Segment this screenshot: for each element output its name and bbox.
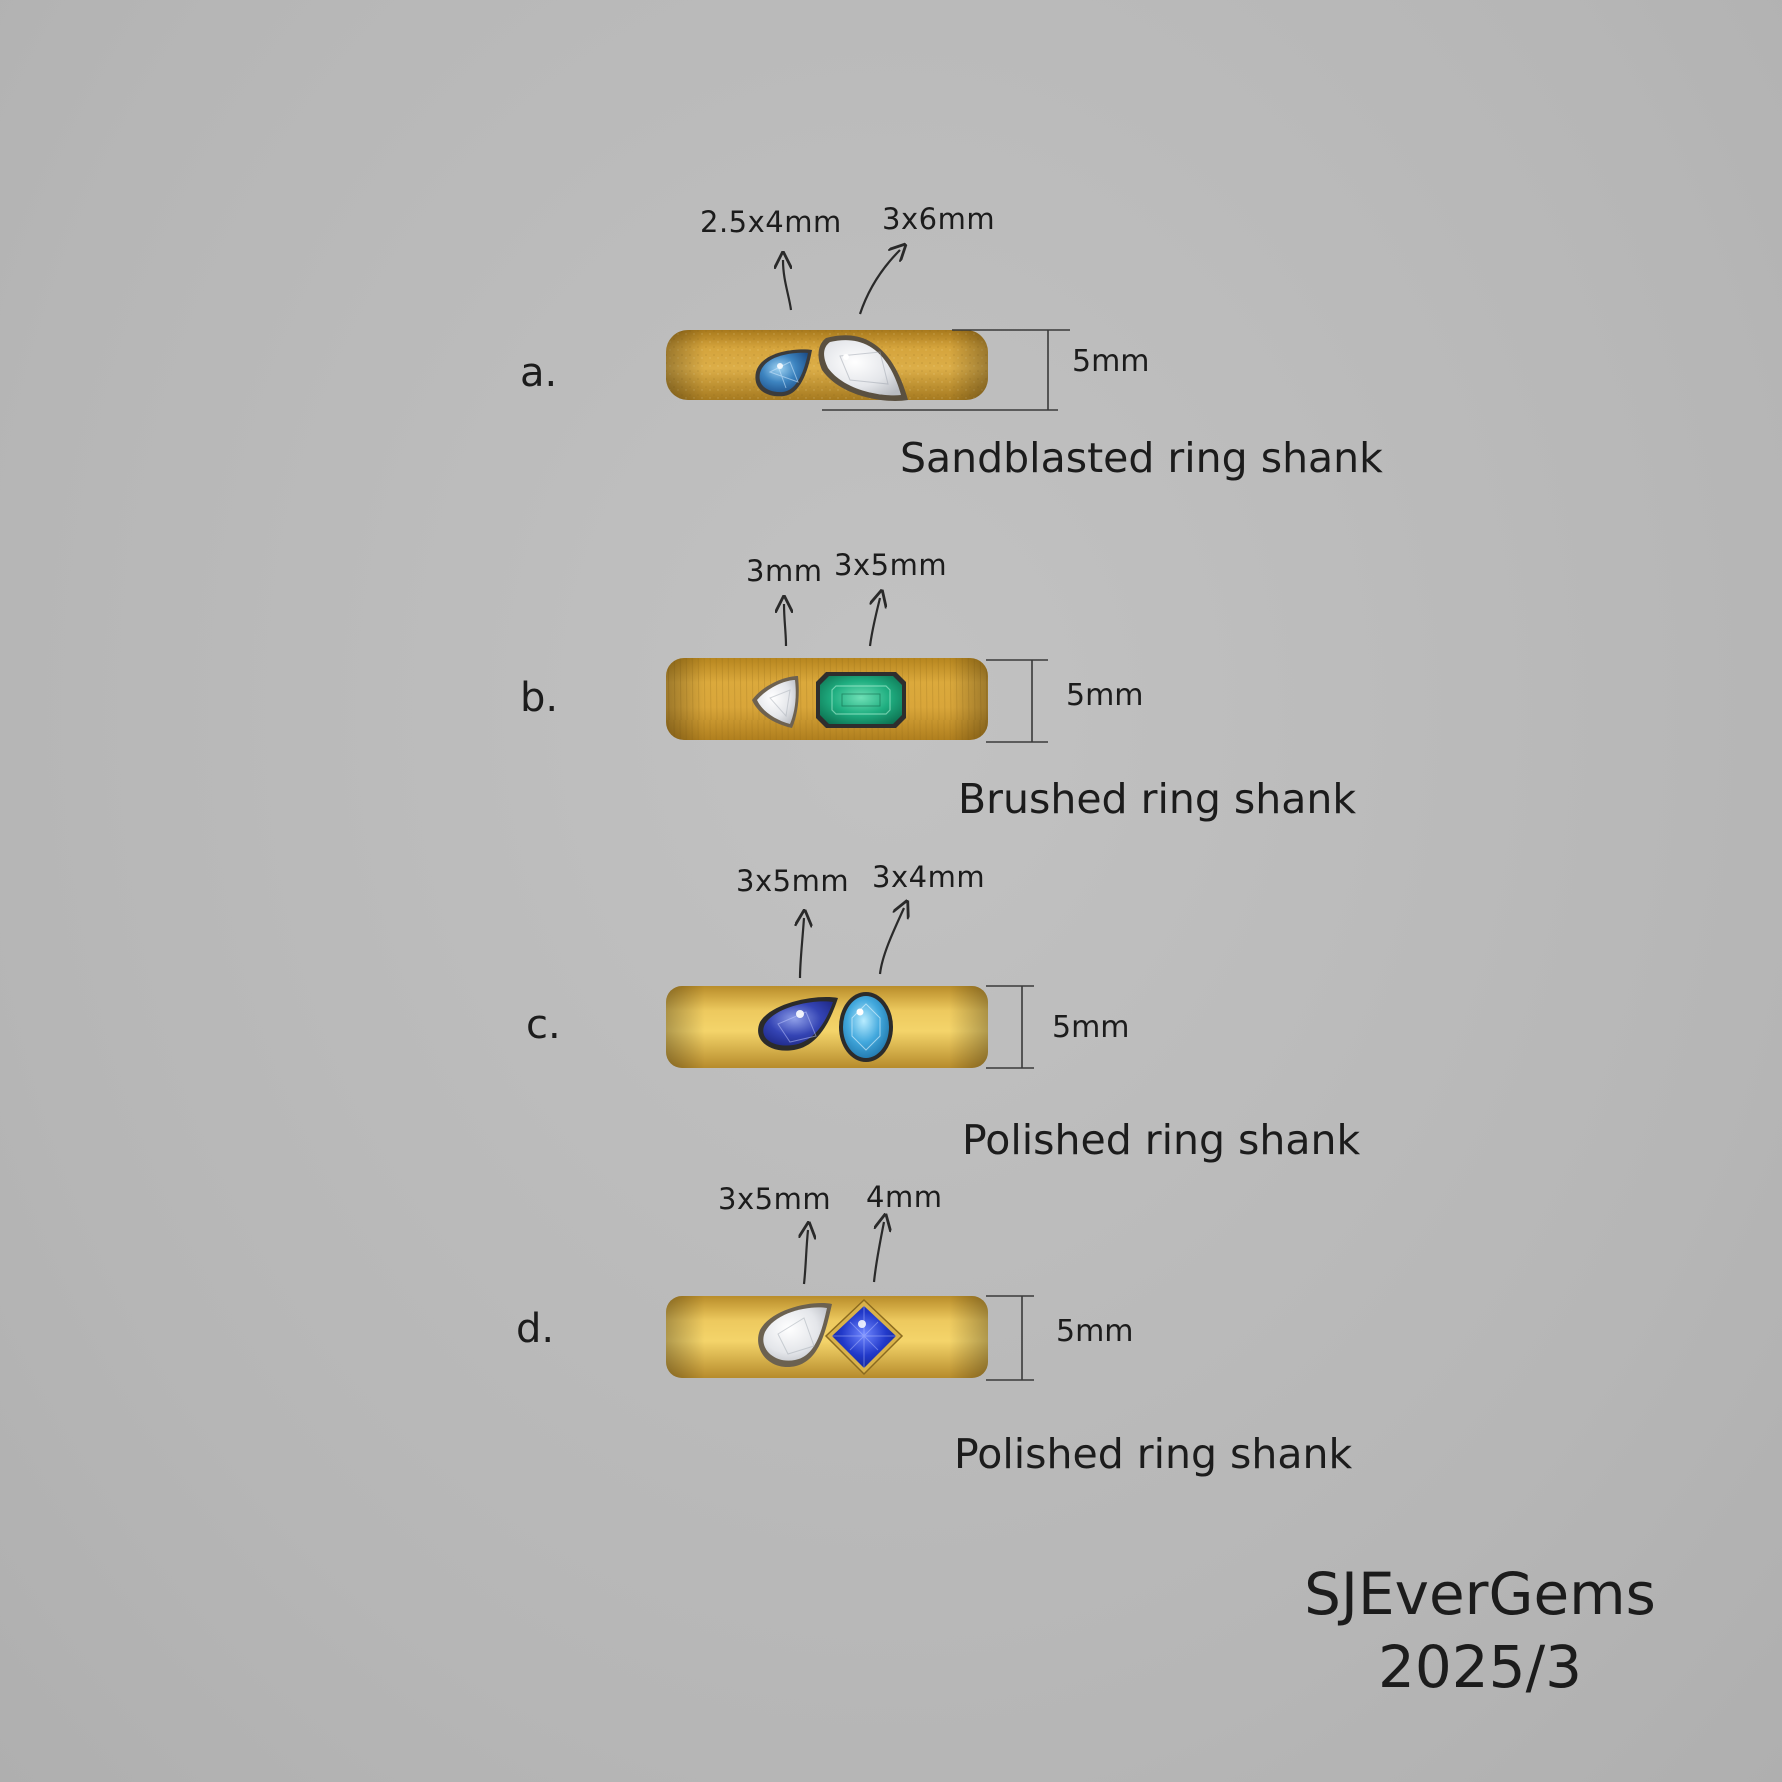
- brand-signature: SJEverGems 2025/3: [1270, 1558, 1690, 1703]
- ring-a-stone-right-size: 3x6mm: [882, 202, 996, 236]
- ring-b-stone-left-size: 3mm: [746, 554, 823, 588]
- sheet-date: 2025/3: [1377, 1632, 1583, 1701]
- ring-a-letter: a.: [520, 350, 558, 396]
- ring-c-width: 5mm: [1052, 1010, 1130, 1045]
- ring-d: [666, 1222, 1034, 1381]
- ring-b-finish: Brushed ring shank: [958, 775, 1357, 823]
- brand-name: SJEverGems: [1304, 1560, 1656, 1628]
- ring-c-stone-left-size: 3x5mm: [736, 864, 850, 898]
- ring-a-arrow-left: [783, 260, 793, 311]
- ring-d-finish: Polished ring shank: [954, 1430, 1353, 1478]
- ring-b: [666, 598, 1048, 743]
- ring-b-stone-left-trillion: [752, 676, 799, 728]
- ring-d-stone-left-pear: [758, 1303, 832, 1368]
- ring-b-arrow-left: [784, 604, 786, 647]
- ring-d-stone-left-size: 3x5mm: [718, 1182, 832, 1216]
- ring-c-finish: Polished ring shank: [962, 1116, 1361, 1164]
- ring-a-stone-left-pear: [755, 349, 812, 397]
- ring-d-arrow-right: [872, 1222, 884, 1283]
- ring-d-stone-right-princess: [824, 1298, 904, 1376]
- ring-d-width: 5mm: [1056, 1314, 1134, 1349]
- ring-a-finish: Sandblasted ring shank: [900, 434, 1383, 482]
- ring-b-stone-right-size: 3x5mm: [834, 548, 948, 582]
- ring-a-width: 5mm: [1072, 344, 1150, 379]
- ring-a: [666, 250, 1070, 411]
- ring-d-stone-right-size: 4mm: [866, 1180, 943, 1214]
- ring-b-width: 5mm: [1066, 678, 1144, 713]
- ring-b-stone-right-emerald: [816, 672, 906, 728]
- ring-d-arrow-left: [804, 1230, 808, 1285]
- ring-c-stone-right-oval: [839, 992, 893, 1062]
- ring-c: [666, 908, 1034, 1069]
- ring-a-arrow-right: [858, 250, 900, 315]
- ring-c-arrow-right: [878, 908, 904, 975]
- ring-c-stone-right-size: 3x4mm: [872, 860, 986, 894]
- ring-b-arrow-right: [868, 598, 880, 647]
- ring-c-letter: c.: [526, 1002, 561, 1048]
- ring-c-arrow-left: [800, 918, 804, 979]
- ring-a-stone-right-marquise: [818, 335, 908, 401]
- ring-b-letter: b.: [520, 675, 559, 721]
- ring-c-stone-left-pear: [758, 997, 838, 1051]
- ring-a-stone-left-size: 2.5x4mm: [700, 205, 842, 239]
- ring-d-letter: d.: [516, 1306, 555, 1352]
